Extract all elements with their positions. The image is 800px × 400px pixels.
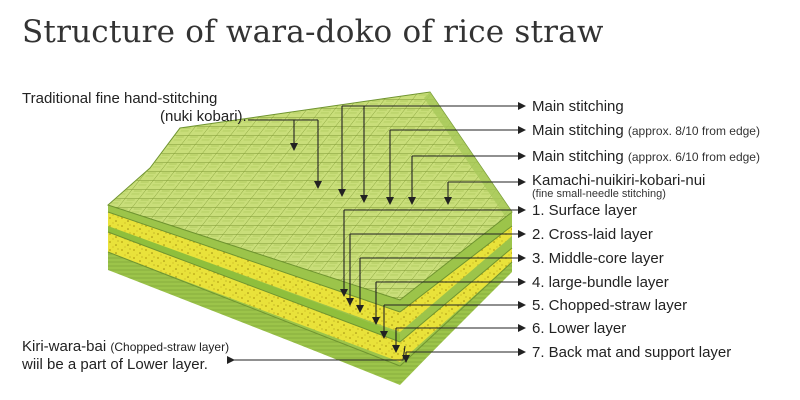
label-text: Kamachi-nuikiri-kobari-nui: [532, 172, 706, 189]
label-note: (approx. 6/10 from edge): [627, 150, 760, 164]
label-text: 7. Back mat and support layer: [532, 344, 732, 361]
label-layer-4: 4. large-bundle layer: [532, 274, 669, 292]
note-traditional-stitching: Traditional fine hand-stitching (nuki ko…: [22, 90, 247, 126]
label-text: Main stitching: [532, 148, 624, 165]
label-layer-3: 3. Middle-core layer: [532, 250, 664, 268]
layer-back-mat: [108, 252, 400, 384]
label-text: 3. Middle-core layer: [532, 250, 664, 267]
label-layer-2: 2. Cross-laid layer: [532, 226, 653, 244]
layer-chopped-straw: [108, 212, 400, 332]
label-text: 5. Chopped-straw layer: [532, 297, 688, 314]
label-text: Main stitching: [532, 98, 624, 115]
label-text: 2. Cross-laid layer: [532, 226, 653, 243]
note-kiri-line1: Kiri-wara-bai (Chopped-straw layer): [22, 338, 229, 356]
label-layer-5: 5. Chopped-straw layer: [532, 297, 687, 315]
note-kiri-sub: (Chopped-straw layer): [110, 340, 230, 354]
note-kiri-line2: wiil be a part of Lower layer.: [22, 356, 208, 373]
layer-lower: [108, 232, 400, 362]
layer-surface-edge: [108, 205, 400, 312]
label-text: 1. Surface layer: [532, 202, 638, 219]
layer-divider: [108, 225, 400, 342]
label-main-stitching-2: Main stitching (approx. 8/10 from edge): [532, 122, 760, 140]
label-note: (approx. 8/10 from edge): [627, 124, 760, 138]
leader-lines: [227, 102, 526, 364]
label-kamachi-sub: (fine small-needle stitching): [532, 188, 666, 200]
label-main-stitching-1: Main stitching: [532, 98, 624, 116]
note-traditional-line2: (nuki kobari).: [160, 108, 247, 125]
label-text: 6. Lower layer: [532, 320, 627, 337]
note-kiri-main: Kiri-wara-bai: [22, 338, 107, 355]
note-kiri-wara-bai: Kiri-wara-bai (Chopped-straw layer) wiil…: [22, 338, 229, 374]
label-text: Main stitching: [532, 122, 624, 139]
label-layer-1: 1. Surface layer: [532, 202, 637, 220]
label-kamachi: Kamachi-nuikiri-kobari-nui: [532, 172, 705, 190]
front-face-left: [107, 205, 401, 385]
label-text: 4. large-bundle layer: [532, 274, 669, 291]
note-traditional-line1: Traditional fine hand-stitching: [22, 90, 218, 107]
page-title: Structure of wara-doko of rice straw: [22, 14, 604, 50]
label-layer-6: 6. Lower layer: [532, 320, 626, 338]
label-main-stitching-3: Main stitching (approx. 6/10 from edge): [532, 148, 760, 166]
label-layer-7: 7. Back mat and support layer: [532, 344, 731, 362]
